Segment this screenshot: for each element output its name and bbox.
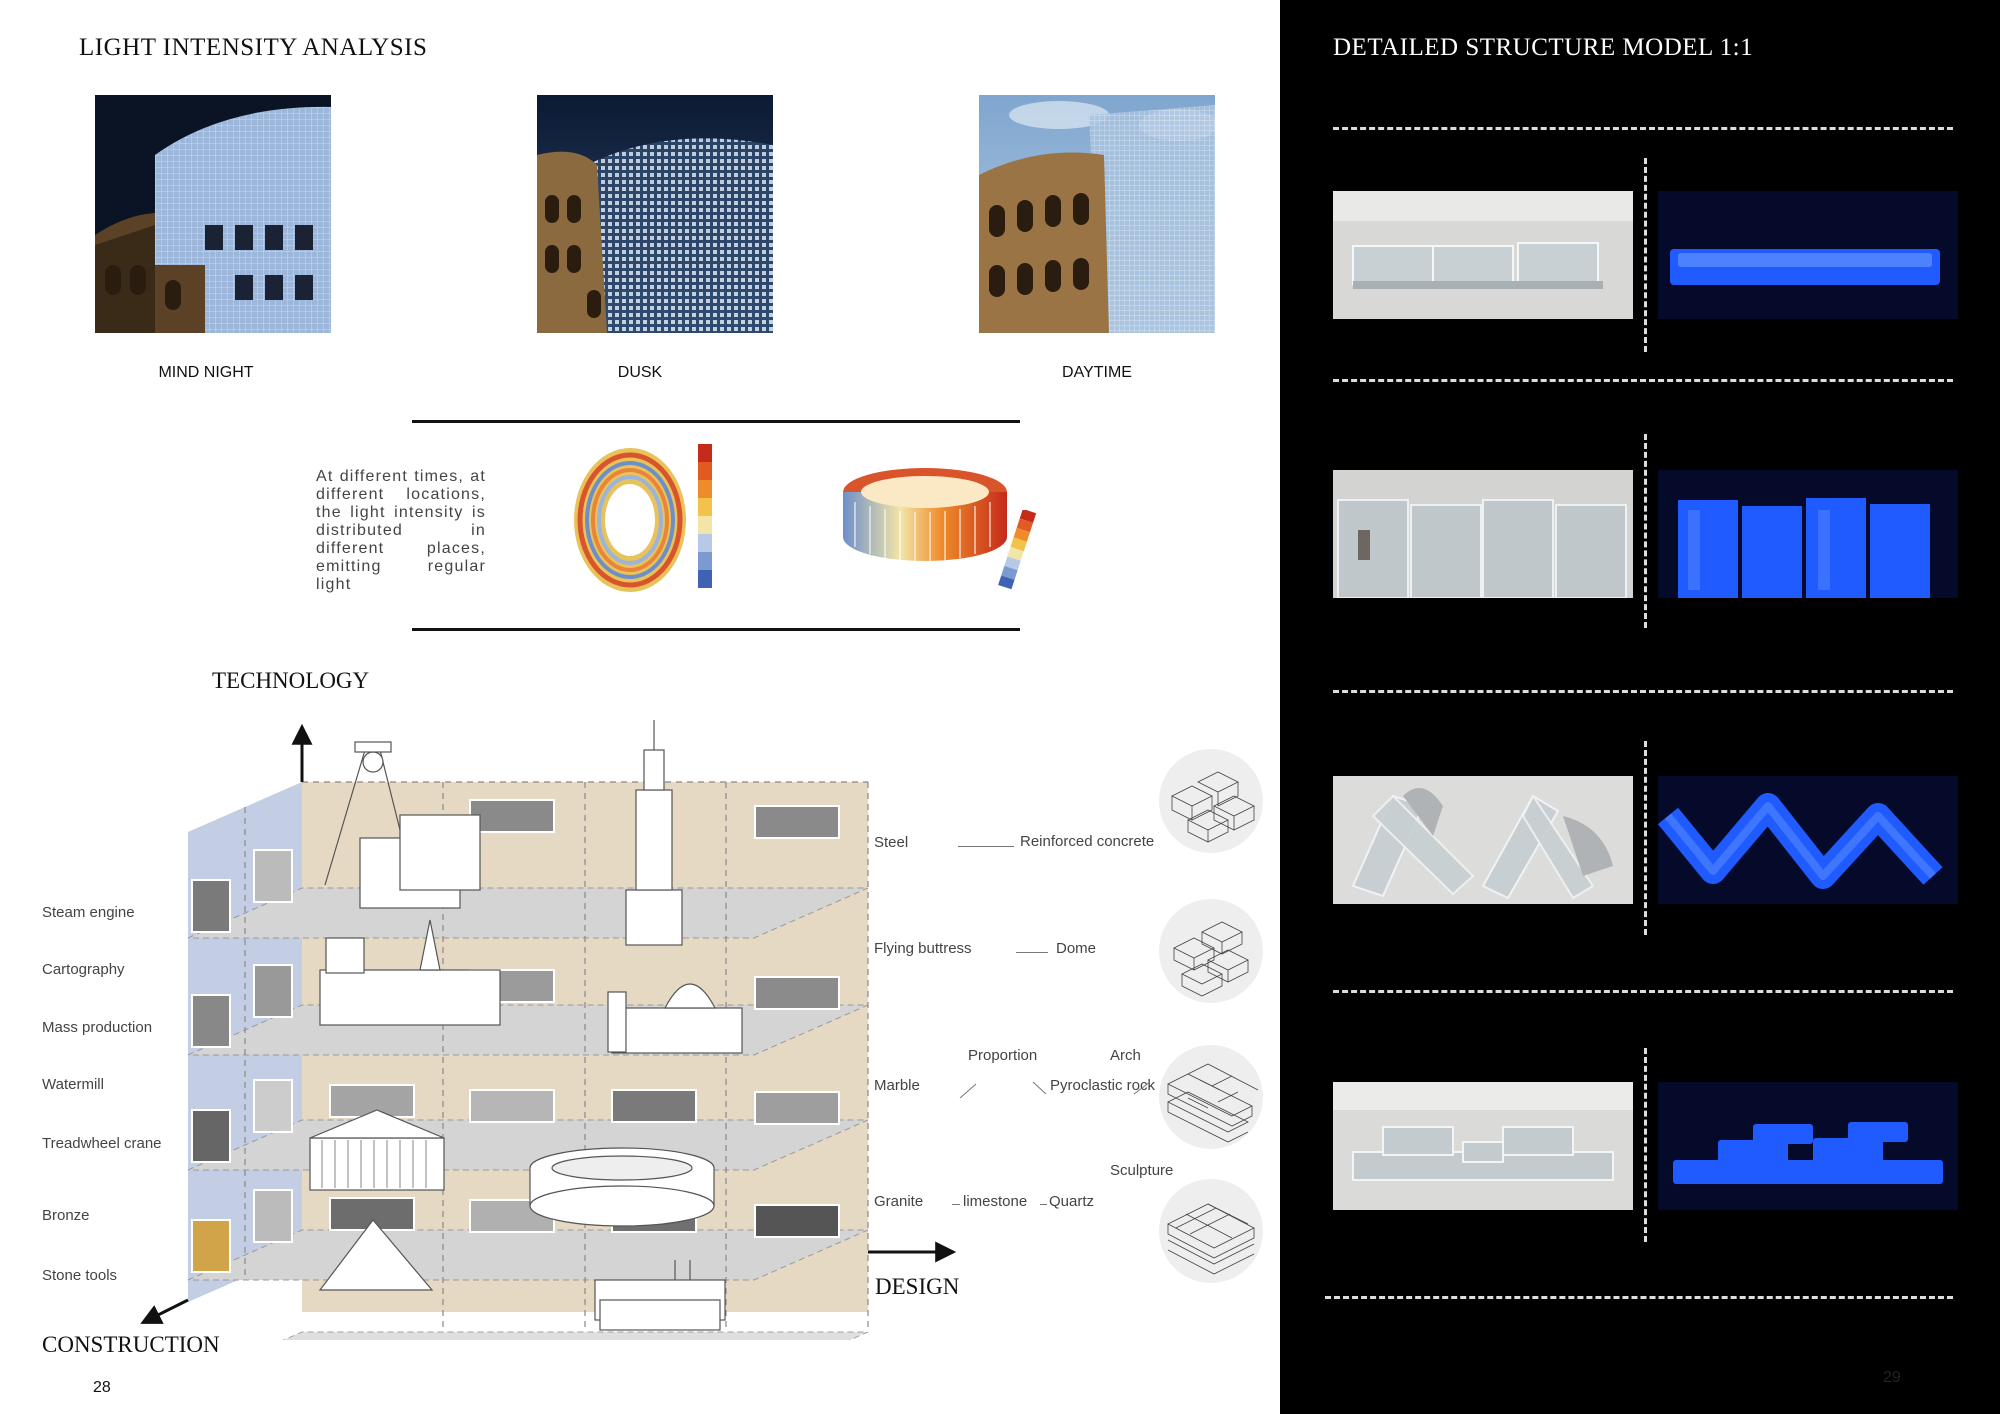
brick-pattern-circle-4 [1158,1178,1264,1289]
brick-pattern-circle-3 [1158,1044,1264,1155]
model-photo-zigzag-blocks [1333,776,1633,904]
divider-bottom [412,628,1020,631]
brick-pattern-circle-2 [1158,898,1264,1009]
separator-5 [1325,1296,1953,1299]
model-photo-stacked-blocks [1333,1082,1633,1210]
vertical-separator-2 [1644,434,1647,628]
tech-label-steam-engine: Steam engine [42,904,135,921]
material-proportion: Proportion [968,1047,1038,1064]
material-quartz: Quartz [1049,1193,1095,1210]
left-page: LIGHT INTENSITY ANALYSIS [42,34,1264,1396]
tech-label-cartography: Cartography [42,961,125,978]
model-glow-upright-blocks [1658,470,1958,598]
material-granite: Granite [874,1193,924,1210]
model-glow-stacked-blocks [1658,1082,1958,1210]
dusk-image [537,95,773,333]
light-description: At different times, at different locatio… [316,468,486,593]
radiation-ring-graphic [570,440,720,625]
material-pyroclastic-rock: Pyroclastic rock [1050,1077,1156,1094]
colosseum-heatmap-graphic [840,462,1010,567]
vertical-separator-4 [1644,1048,1647,1242]
page-number-right: 29 [1883,1369,1901,1386]
model-glow-flat-blocks [1658,191,1958,319]
page-number-left: 28 [93,1379,111,1396]
light-analysis-title: LIGHT INTENSITY ANALYSIS [79,34,428,61]
brick-pattern-circle-1 [1158,748,1264,859]
connectors-marble [958,1080,1158,1105]
model-glow-zigzag-blocks [1658,776,1958,904]
model-photo-flat-blocks [1333,191,1633,319]
right-page: DETAILED STRUCTURE MODEL 1:1 29 [1280,0,2000,1414]
axis-construction-label: CONSTRUCTION [42,1332,220,1357]
tech-label-treadwheel-crane: Treadwheel crane [42,1135,162,1152]
axis-design-label: DESIGN [875,1274,960,1299]
caption-daytime: DAYTIME [1062,364,1132,381]
model-photo-upright-blocks [1333,470,1633,598]
material-limestone: limestone [963,1193,1028,1210]
mind-night-image [95,95,331,333]
daytime-image [979,95,1215,333]
material-flying-buttress: Flying buttress [874,940,972,957]
tech-label-watermill: Watermill [42,1076,104,1093]
material-marble: Marble [874,1077,920,1094]
legend-scale-bar [698,444,712,593]
separator-3 [1333,690,1953,693]
tech-label-bronze: Bronze [42,1207,90,1224]
vertical-separator-1 [1644,158,1647,352]
timeline-isometric-diagram [130,700,1000,1383]
material-sculpture: Sculpture [1110,1162,1174,1179]
material-arch: Arch [1110,1047,1141,1064]
material-dome: Dome [1056,940,1097,957]
connector-buttress [1016,952,1048,953]
axis-technology-label: TECHNOLOGY [212,668,370,693]
tech-label-stone-tools: Stone tools [42,1267,118,1284]
structure-model-title: DETAILED STRUCTURE MODEL 1:1 [1333,34,1754,61]
material-steel: Steel [874,834,909,851]
tech-label-mass-production: Mass production [42,1019,153,1036]
caption-mind-night: MIND NIGHT [158,364,254,381]
material-reinforced-concrete: Reinforced concrete [1020,833,1155,850]
connector-limestone [1040,1204,1047,1205]
connector-steel [958,846,1014,847]
separator-2 [1333,379,1953,382]
divider-top [412,420,1020,423]
separator-1 [1333,127,1953,130]
legend-scale-bar-tilted [990,508,1050,595]
caption-dusk: DUSK [617,364,663,381]
connector-granite [952,1204,960,1205]
vertical-separator-3 [1644,741,1647,935]
separator-4 [1333,990,1953,993]
